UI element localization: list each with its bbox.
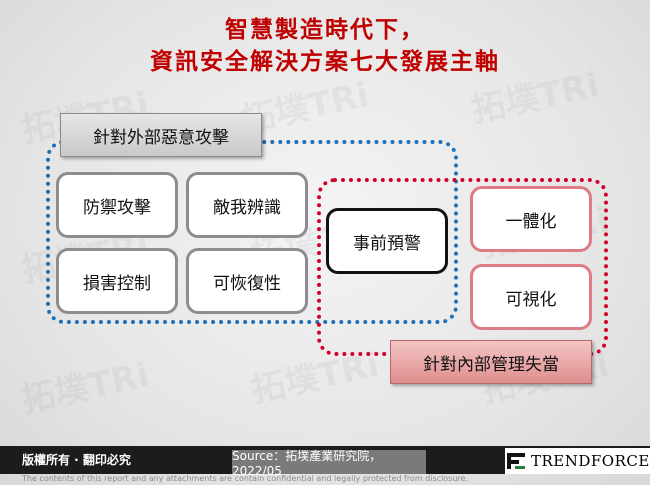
external-group-label: 針對外部惡意攻擊 [60, 113, 262, 157]
item-recoverability: 可恢復性 [186, 248, 308, 314]
item-damage-control: 損害控制 [56, 248, 178, 314]
brand-name: TRENDFORCE [531, 452, 650, 470]
title-line-1: 智慧製造時代下， [225, 16, 425, 43]
title-line-2: 資訊安全解決方案七大發展主軸 [150, 48, 500, 75]
source-text: Source：拓墣產業研究院，2022/05 [232, 449, 426, 478]
item-integration: 一體化 [470, 186, 592, 252]
item-visualization: 可視化 [470, 264, 592, 330]
disclaimer-text: The contents of this report and any atta… [22, 474, 468, 483]
trendforce-logo-icon [507, 453, 525, 469]
copyright-text: 版權所有 · 翻印必究 [22, 453, 131, 467]
brand-logo: TRENDFORCE [505, 448, 650, 474]
item-defense: 防禦攻擊 [56, 172, 178, 238]
internal-group-label: 針對內部管理失當 [390, 340, 592, 384]
item-early-warning: 事前預警 [326, 208, 448, 274]
item-identify: 敵我辨識 [186, 172, 308, 238]
